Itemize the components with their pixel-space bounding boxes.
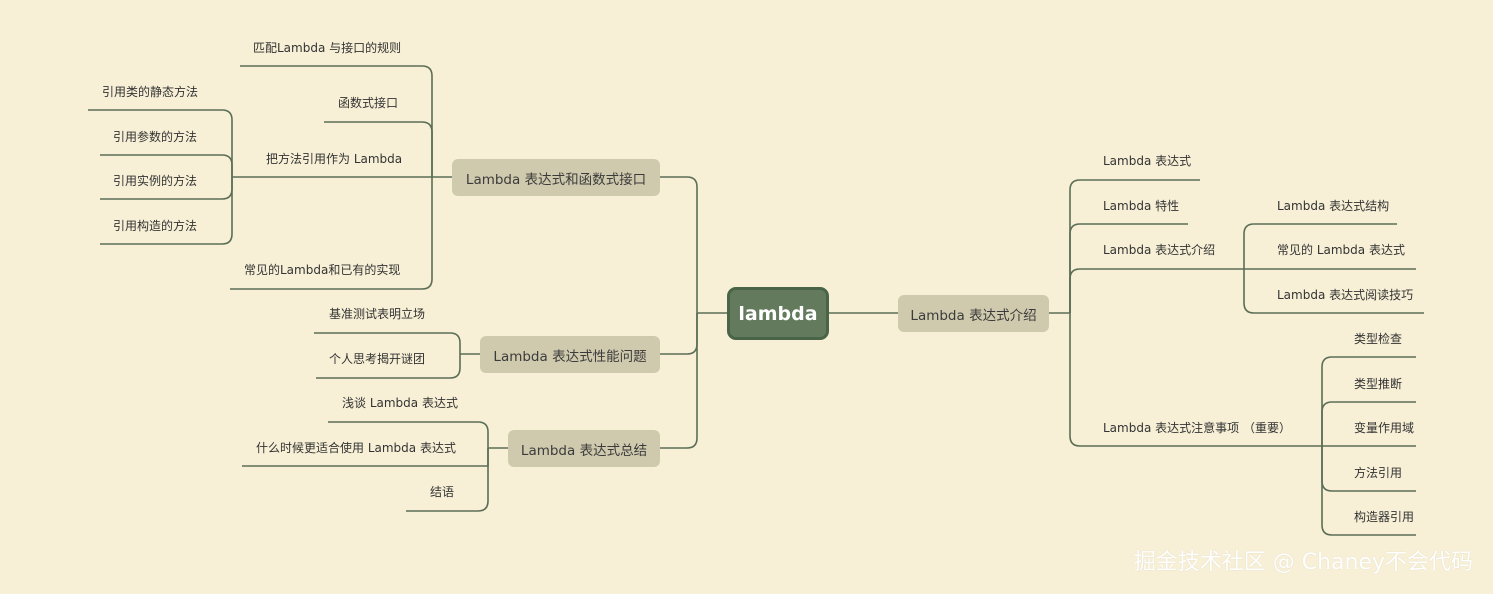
leaf-match-rules[interactable]: 匹配Lambda 与接口的规则 [253,41,402,55]
leaf-lambda-intro[interactable]: Lambda 表达式介绍 [1103,243,1216,257]
leaf-type-inference[interactable]: 类型推断 [1354,377,1403,391]
leaf-lambda-expression[interactable]: Lambda 表达式 [1103,154,1192,168]
leaf-variable-scope[interactable]: 变量作用域 [1354,421,1415,435]
leaf-intro-discussion[interactable]: 浅谈 Lambda 表达式 [342,396,458,410]
branch-lambda-intro[interactable]: Lambda 表达式介绍 [898,295,1049,332]
leaf-constructor-reference[interactable]: 构造器引用 [1354,510,1415,524]
leaf-param-method-ref[interactable]: 引用参数的方法 [113,130,198,144]
branch-lambda-functional-interface[interactable]: Lambda 表达式和函数式接口 [452,159,660,196]
leaf-when-to-use[interactable]: 什么时候更适合使用 Lambda 表达式 [256,441,456,455]
leaf-instance-method-ref[interactable]: 引用实例的方法 [113,174,198,188]
leaf-type-check[interactable]: 类型检查 [1354,332,1403,346]
leaf-conclusion[interactable]: 结语 [430,485,455,499]
branch-lambda-summary[interactable]: Lambda 表达式总结 [508,430,660,467]
leaf-constructor-ref[interactable]: 引用构造的方法 [113,219,198,233]
leaf-benchmark[interactable]: 基准测试表明立场 [329,307,426,321]
leaf-personal-thoughts[interactable]: 个人思考揭开谜团 [329,352,426,366]
leaf-lambda-features[interactable]: Lambda 特性 [1103,199,1180,213]
branch-lambda-performance[interactable]: Lambda 表达式性能问题 [480,336,660,373]
leaf-reading-tips[interactable]: Lambda 表达式阅读技巧 [1277,288,1414,302]
leaf-lambda-structure[interactable]: Lambda 表达式结构 [1277,199,1390,213]
leaf-common-lambda[interactable]: 常见的 Lambda 表达式 [1277,243,1405,257]
watermark: 掘金技术社区 @ Chaney不会代码 [1133,550,1473,575]
leaf-functional-interface[interactable]: 函数式接口 [338,96,399,110]
root-node[interactable]: lambda [727,287,829,340]
leaf-static-method-ref[interactable]: 引用类的静态方法 [102,85,199,99]
leaf-common-lambda-impl[interactable]: 常见的Lambda和已有的实现 [244,263,401,277]
leaf-lambda-notes[interactable]: Lambda 表达式注意事项 （重要） [1103,421,1291,435]
leaf-method-reference[interactable]: 方法引用 [1354,466,1403,480]
leaf-method-ref-as-lambda[interactable]: 把方法引用作为 Lambda [266,152,403,166]
